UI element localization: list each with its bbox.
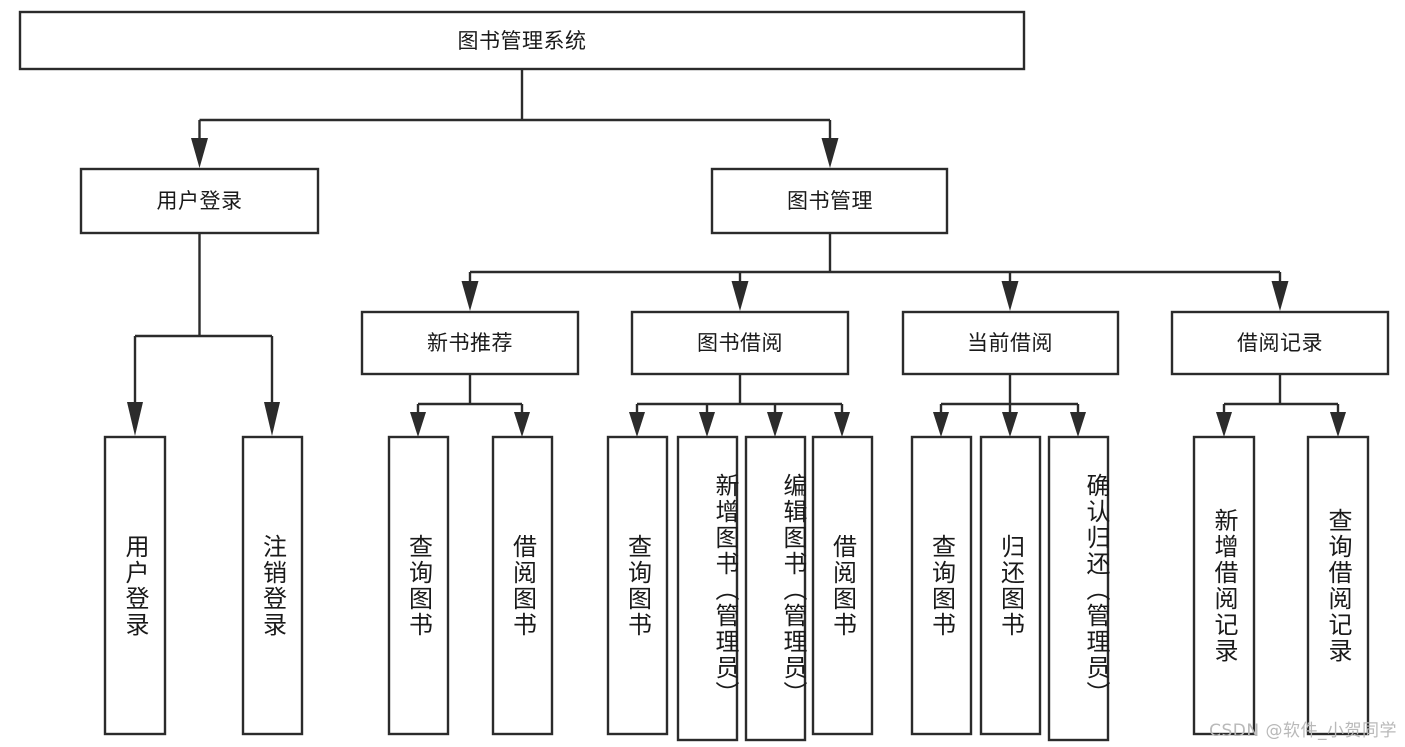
connectors-book-borrow-to-leaves bbox=[629, 374, 850, 437]
label-borrowing-records: 借阅记录 bbox=[1237, 331, 1323, 355]
arrow-head-cb-query-book bbox=[933, 412, 949, 437]
node-root-book-management-system[interactable] bbox=[18, 10, 1026, 71]
node-leaf-return-book[interactable] bbox=[979, 435, 1042, 736]
node-leaf-edit-book-admin[interactable] bbox=[744, 435, 807, 742]
node-leaf-add-borrow-record[interactable] bbox=[1192, 435, 1256, 736]
arrow-head-current-borrow bbox=[1001, 281, 1019, 311]
arrow-head-bb-add-book bbox=[699, 412, 715, 437]
label-book-borrowing: 图书借阅 bbox=[697, 331, 783, 355]
node-leaf-query-book-bb[interactable] bbox=[606, 435, 669, 736]
arrow-head-nbr-borrow-book bbox=[514, 412, 530, 437]
node-leaf-logout[interactable] bbox=[241, 435, 304, 736]
arrow-head-borrow-records bbox=[1271, 281, 1289, 311]
label-root-book-management-system: 图书管理系统 bbox=[458, 29, 587, 53]
arrow-head-br-add-record bbox=[1216, 412, 1232, 437]
label-new-book-recommendation: 新书推荐 bbox=[427, 331, 513, 355]
connectors-user-login-to-leaves bbox=[127, 233, 280, 436]
node-new-book-recommendation[interactable] bbox=[360, 310, 580, 376]
arrow-head-nbr-query-book bbox=[410, 412, 426, 437]
node-leaf-query-book-cb[interactable] bbox=[910, 435, 973, 736]
node-book-management[interactable] bbox=[710, 167, 949, 235]
connectors-root-to-level2 bbox=[191, 69, 839, 168]
label-book-management: 图书管理 bbox=[787, 189, 873, 213]
node-leaf-borrow-book-nbr[interactable] bbox=[491, 435, 554, 736]
node-leaf-query-borrow-record[interactable] bbox=[1306, 435, 1370, 736]
arrow-head-leaf-user-login bbox=[127, 402, 143, 436]
connectors-book-mgmt-to-level3 bbox=[461, 233, 1289, 311]
node-borrowing-records[interactable] bbox=[1170, 310, 1390, 376]
node-leaf-confirm-return-admin[interactable] bbox=[1047, 435, 1110, 742]
arrow-head-bb-edit-book bbox=[767, 412, 783, 437]
arrow-head-user-login bbox=[191, 138, 208, 168]
arrow-head-br-query-record bbox=[1330, 412, 1346, 437]
label-user-login: 用户登录 bbox=[157, 189, 243, 213]
arrow-head-leaf-logout bbox=[264, 402, 280, 436]
node-leaf-borrow-book-bb[interactable] bbox=[811, 435, 874, 736]
arrow-head-cb-return-book bbox=[1002, 412, 1018, 437]
node-current-borrowing[interactable] bbox=[901, 310, 1120, 376]
node-book-borrowing[interactable] bbox=[630, 310, 850, 376]
label-current-borrowing: 当前借阅 bbox=[967, 331, 1053, 355]
arrow-head-bb-borrow-book bbox=[834, 412, 850, 437]
connectors-borrow-records-to-leaves bbox=[1216, 374, 1346, 437]
arrow-head-new-book-rec bbox=[461, 281, 479, 311]
node-leaf-user-login[interactable] bbox=[103, 435, 167, 736]
node-user-login[interactable] bbox=[79, 167, 320, 235]
arrow-head-book-mgmt bbox=[821, 138, 839, 168]
arrow-head-book-borrow bbox=[731, 281, 749, 311]
arrow-head-bb-query-book bbox=[629, 412, 645, 437]
node-leaf-query-book-nbr[interactable] bbox=[387, 435, 450, 736]
node-leaf-add-book-admin[interactable] bbox=[676, 435, 739, 742]
arrow-head-cb-confirm-return bbox=[1070, 412, 1086, 437]
connectors-current-borrow-to-leaves bbox=[933, 374, 1086, 437]
watermark-text: CSDN @软件_小贺同学 bbox=[1209, 721, 1397, 741]
connectors-new-book-rec-to-leaves bbox=[410, 374, 530, 437]
